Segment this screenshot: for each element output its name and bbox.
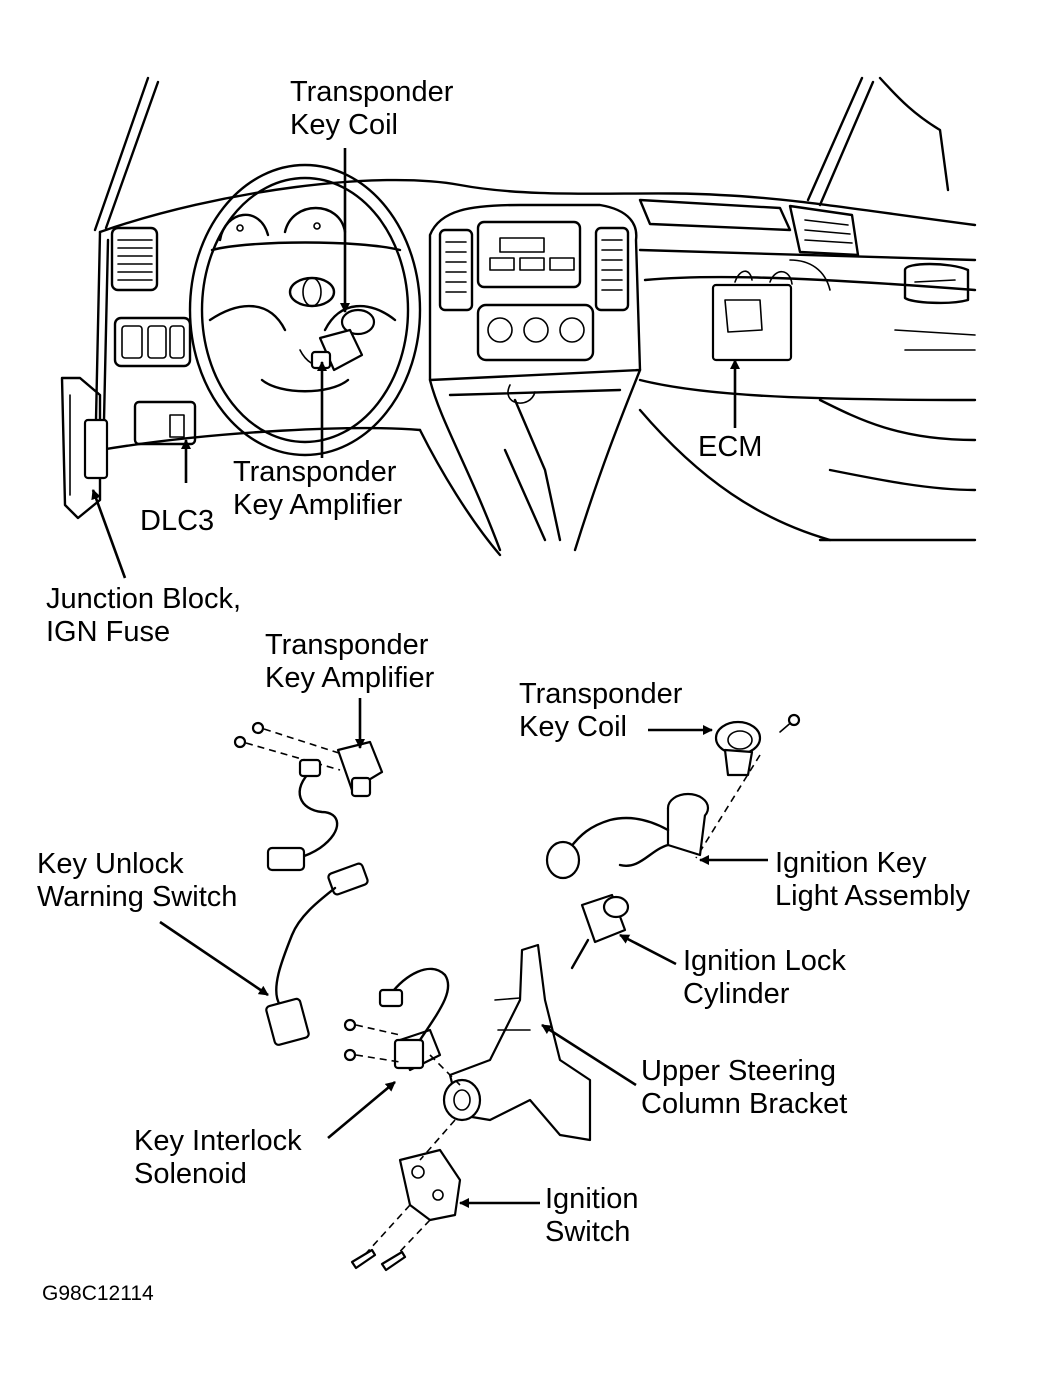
label-line: Key Unlock	[37, 848, 184, 880]
ignition-switch-part	[350, 1119, 540, 1272]
label-line: Transponder	[265, 629, 429, 661]
label-ignition-switch: Ignition Switch	[545, 1183, 639, 1249]
dashboard-callout-arrows	[91, 148, 740, 579]
label-line: Ignition	[545, 1183, 639, 1215]
label-line: Ignition Lock	[683, 945, 846, 977]
key-unlock-warning-switch-part	[159, 862, 369, 1046]
label-ignition-lock-cylinder: Ignition Lock Cylinder	[683, 945, 846, 1011]
label-ignition-key-light-assembly: Ignition Key Light Assembly	[775, 847, 970, 913]
upper-steering-column-bracket-part	[442, 943, 637, 1142]
label-line: Warning Switch	[37, 881, 238, 913]
label-line: Light Assembly	[775, 880, 971, 912]
label-line: IGN Fuse	[46, 616, 171, 648]
label-line: Transponder	[233, 456, 397, 488]
label-key-interlock-solenoid: Key Interlock Solenoid	[134, 1125, 302, 1191]
ignition-lock-cylinder-part	[570, 893, 677, 970]
label-dlc3: DLC3	[140, 505, 215, 537]
label-line: Upper Steering	[641, 1055, 837, 1087]
label-line: Key Coil	[519, 711, 627, 743]
dashboard-illustration	[60, 76, 977, 557]
label-line: Key Amplifier	[265, 662, 435, 694]
label-upper-steering-column-bracket: Upper Steering Column Bracket	[641, 1055, 847, 1121]
label-ecm: ECM	[698, 431, 763, 463]
figure-code: G98C12114	[42, 1282, 154, 1305]
label-transponder-key-amplifier-top: Transponder Key Amplifier	[233, 456, 402, 522]
label-line: Junction Block,	[46, 583, 242, 615]
label-junction-block: Junction Block, IGN Fuse	[46, 583, 241, 649]
label-line: Transponder	[519, 678, 683, 710]
label-line: Switch	[545, 1216, 631, 1248]
ignition-key-light-assembly-part	[545, 792, 768, 880]
label-line: Key Amplifier	[233, 489, 403, 521]
label-key-unlock-warning-switch: Key Unlock Warning Switch	[37, 848, 237, 914]
label-line: Key Interlock	[134, 1125, 302, 1157]
transponder-key-coil-part	[648, 713, 801, 859]
label-line: Cylinder	[683, 978, 790, 1010]
key-interlock-solenoid-part	[327, 967, 461, 1139]
label-line: Ignition Key	[775, 847, 927, 879]
label-line: Key Coil	[290, 109, 398, 141]
label-line: Solenoid	[134, 1158, 247, 1190]
label-line: Transponder	[290, 76, 454, 108]
label-transponder-key-coil-detail: Transponder Key Coil	[519, 678, 682, 744]
label-transponder-key-coil-top: Transponder Key Coil	[290, 76, 453, 142]
transponder-key-amplifier-part	[233, 698, 384, 872]
label-transponder-key-amplifier-detail: Transponder Key Amplifier	[265, 629, 434, 695]
label-line: Column Bracket	[641, 1088, 848, 1120]
